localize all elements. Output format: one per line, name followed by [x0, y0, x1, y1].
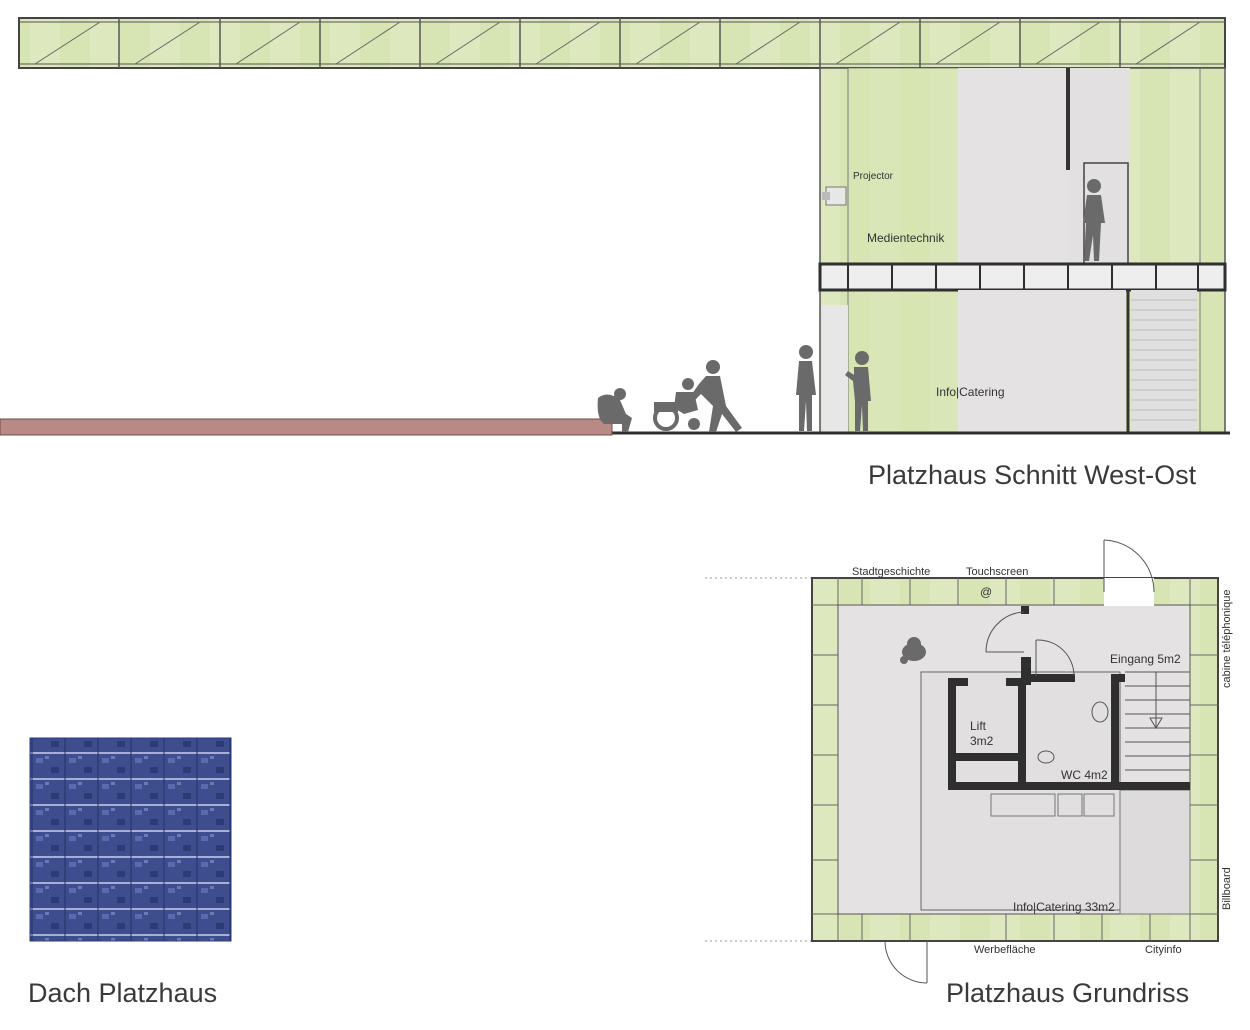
label-cityinfo: Cityinfo	[1145, 944, 1182, 956]
person-upper-icon	[1083, 179, 1105, 261]
label-werbeflaeche: Werbefläche	[974, 944, 1036, 956]
label-projector: Projector	[853, 171, 894, 182]
wc-toilet-icon	[1091, 701, 1109, 723]
label-billboard: Billboard	[1221, 867, 1233, 910]
label-info-catering-section: Info|Catering	[936, 385, 1005, 399]
label-cabine-telephonique: cabine téléphonique	[1221, 590, 1233, 688]
person-pushing-icon	[689, 360, 742, 432]
label-medientechnik: Medientechnik	[867, 231, 945, 245]
label-stadtgeschichte: Stadtgeschichte	[852, 566, 930, 578]
section-drawing: Projector Medientechnik Info|Catering Pl…	[0, 17, 1230, 490]
people-silhouettes	[597, 179, 1105, 432]
plan-caption: Platzhaus Grundriss	[946, 978, 1189, 1008]
ground-strip	[0, 418, 613, 436]
label-lift-area: 3m2	[970, 734, 994, 748]
section-caption: Platzhaus Schnitt West-Ost	[868, 460, 1197, 490]
person-counter-icon	[845, 351, 871, 431]
person-seated-icon	[597, 388, 632, 432]
person-topview-icon	[900, 637, 926, 664]
roof-canopy	[18, 17, 1226, 69]
roof-caption: Dach Platzhaus	[28, 978, 217, 1008]
wc-sink-icon	[1037, 750, 1055, 764]
roof-solar-panel: Dach Platzhaus	[28, 737, 232, 1008]
label-eingang: Eingang 5m2	[1110, 652, 1181, 666]
person-standing-icon	[796, 345, 816, 431]
label-at-symbol: @	[980, 585, 992, 599]
label-touchscreen: Touchscreen	[966, 566, 1028, 578]
floor-plan: Stadtgeschichte Touchscreen @ Eingang 5m…	[705, 539, 1233, 1008]
label-lift: Lift	[970, 719, 987, 733]
label-wc: WC 4m2	[1061, 768, 1108, 782]
label-info-catering-plan: Info|Catering 33m2	[1013, 900, 1115, 914]
wheelchair-icon	[653, 378, 700, 431]
